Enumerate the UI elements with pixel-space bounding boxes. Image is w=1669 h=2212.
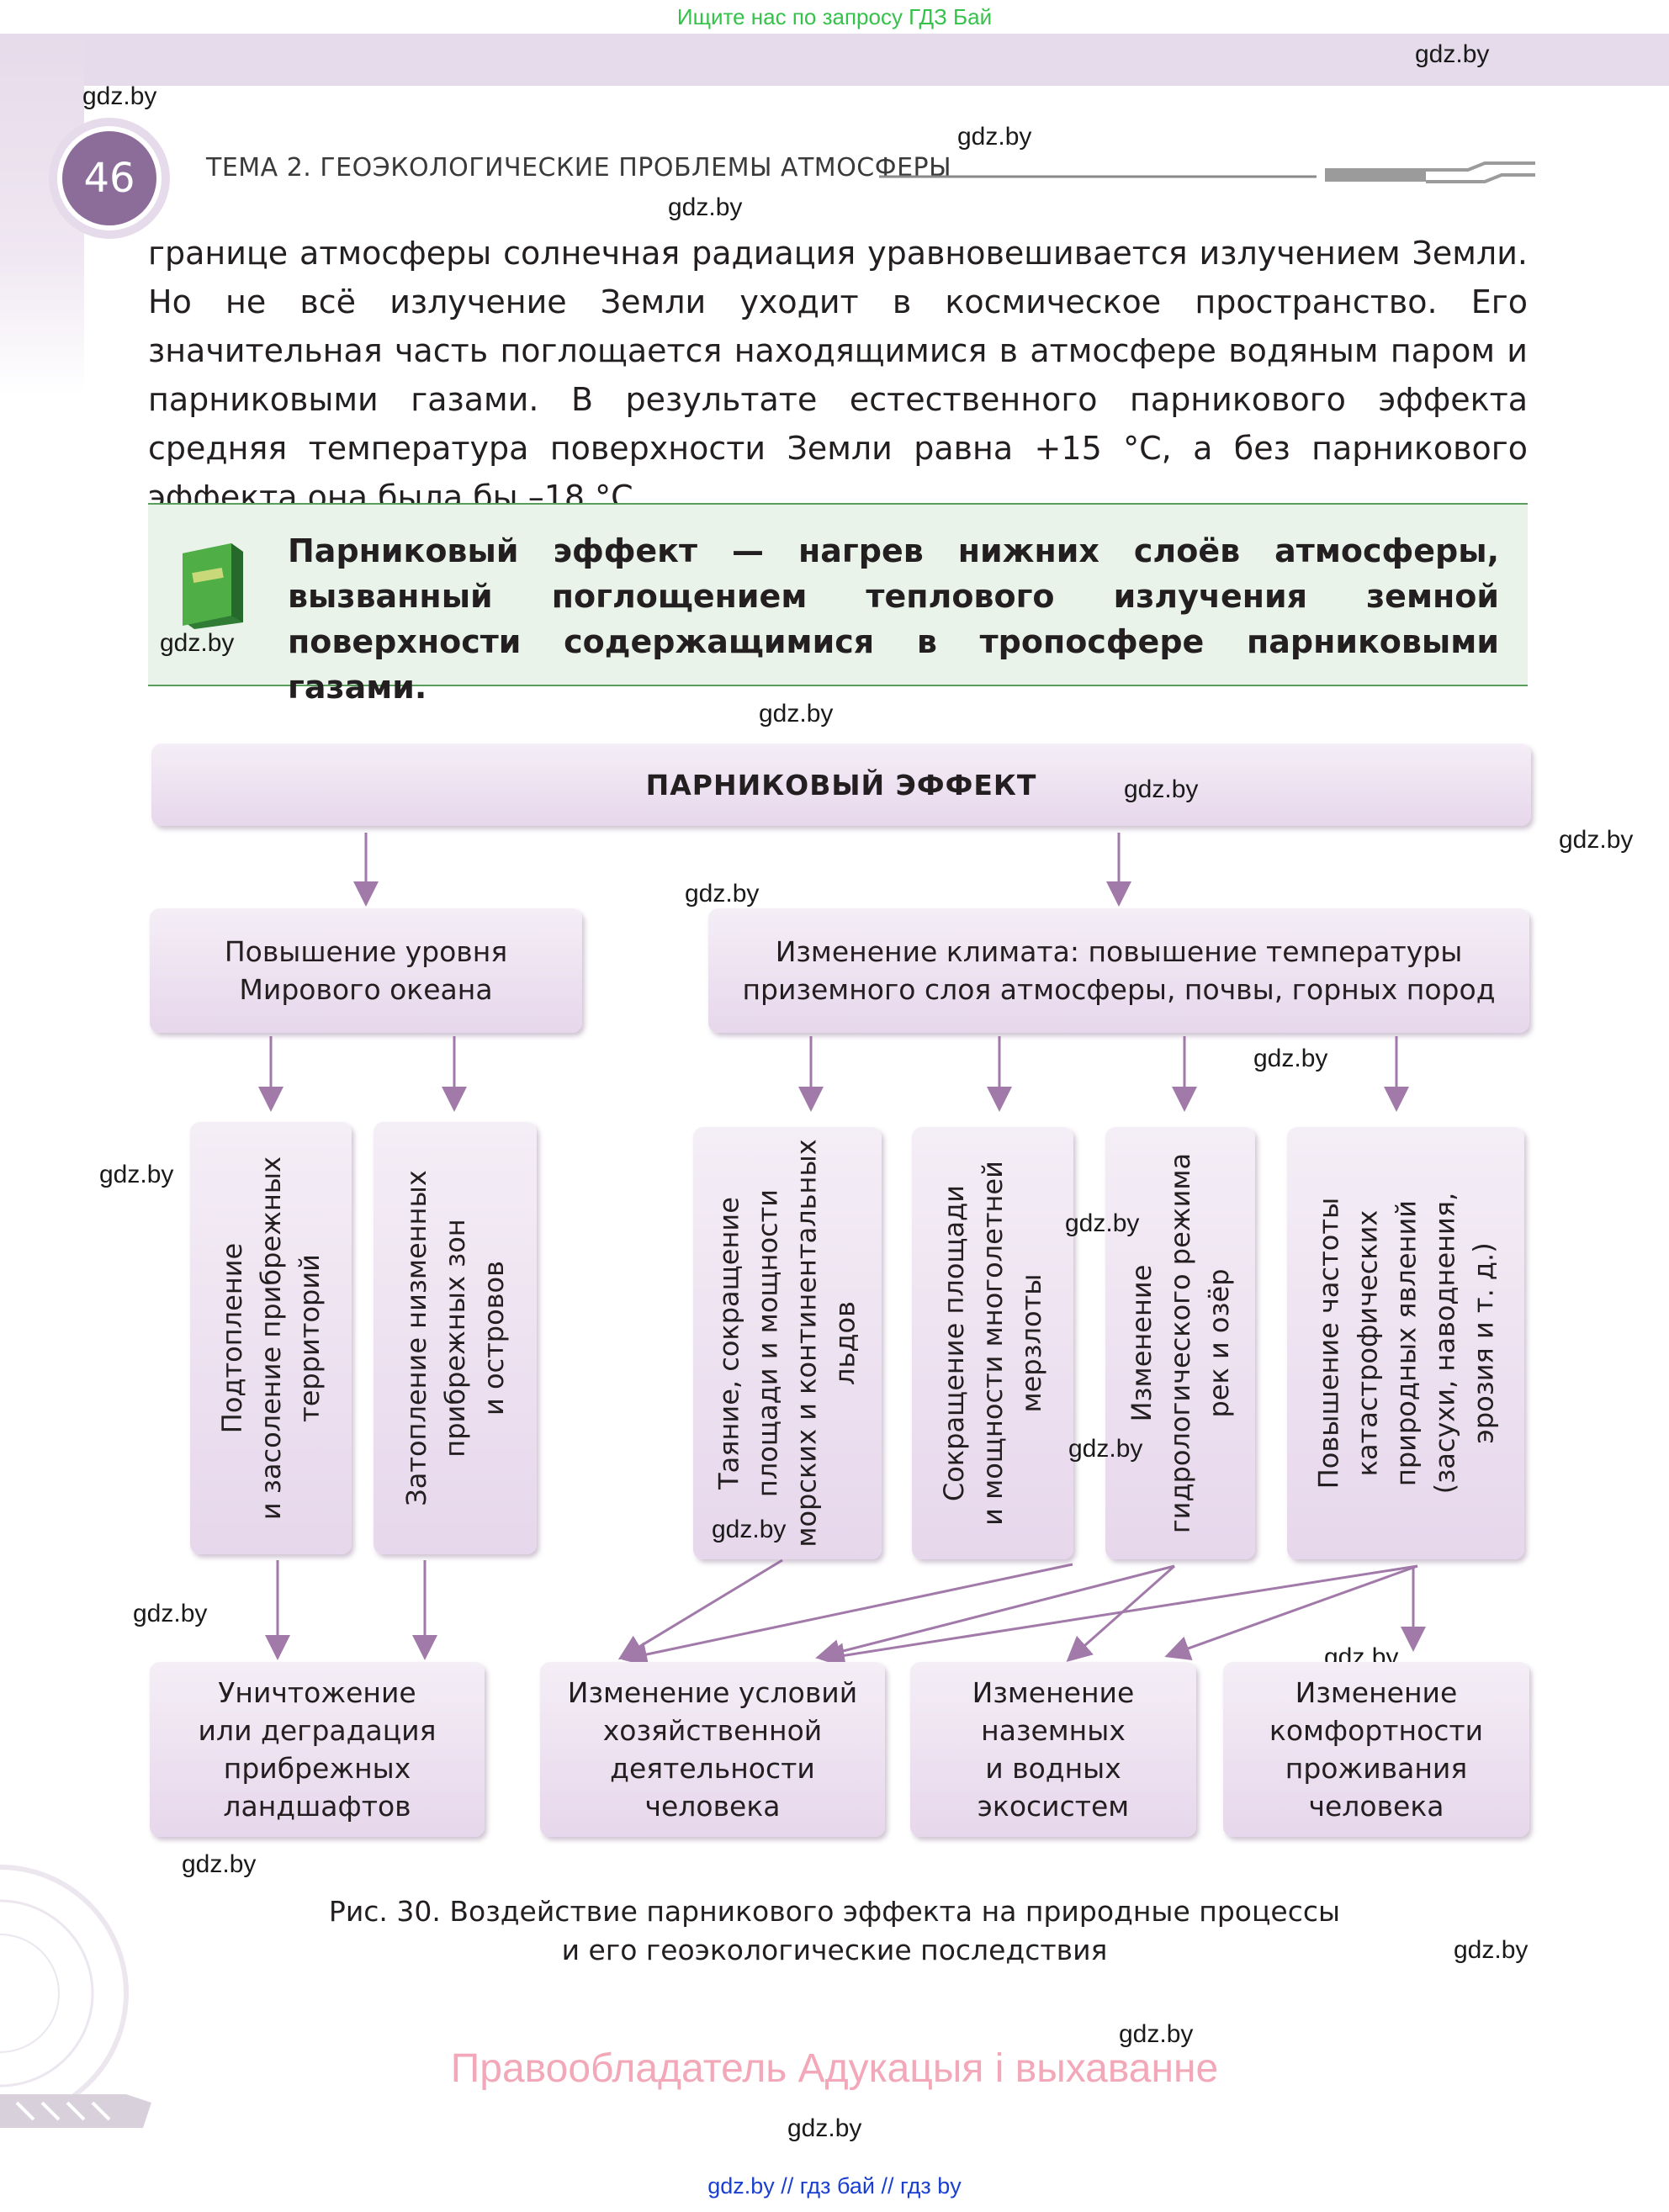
caption-line: Рис. 30. Воздействие парникового эффекта…	[328, 1895, 1341, 1928]
watermark: gdz.by	[668, 193, 743, 221]
definition-body: — нагрев нижних слоёв атмосферы, вызванн…	[288, 532, 1500, 706]
chapter-title: ТЕМА 2. ГЕОЭКОЛОГИЧЕСКИЕ ПРОБЛЕМЫ АТМОСФ…	[206, 153, 952, 183]
watermark: gdz.by	[759, 700, 834, 728]
page-number: 46	[57, 126, 162, 230]
watermark: gdz.by	[1415, 40, 1490, 68]
watermark: gdz.by	[160, 629, 235, 657]
watermark: gdz.by	[182, 1850, 257, 1878]
watermark: gdz.by	[133, 1600, 208, 1627]
diagram-root-box: ПАРНИКОВЫЙ ЭФФЕКТ	[151, 744, 1531, 826]
diagram-box-climate-change: Изменение климата: повышение температуры…	[708, 908, 1529, 1033]
footer-links[interactable]: gdz.by // гдз бай // гдз by	[707, 2173, 962, 2199]
body-paragraph: границе атмосферы солнечная радиация ура…	[148, 229, 1528, 521]
top-banner[interactable]: Ищите нас по запросу ГДЗ Бай	[676, 4, 993, 29]
watermark: gdz.by	[712, 1516, 787, 1543]
watermark: gdz.by	[787, 2114, 862, 2142]
watermark: gdz.by	[957, 123, 1032, 151]
watermark: gdz.by	[99, 1161, 174, 1188]
watermark: gdz.by	[1068, 1435, 1143, 1463]
watermark: gdz.by	[1119, 2020, 1194, 2048]
watermark: gdz.by	[1559, 826, 1634, 854]
watermark: gdz.by	[1253, 1045, 1328, 1072]
diagram-root-label: ПАРНИКОВЫЙ ЭФФЕКТ	[645, 768, 1037, 802]
left-decor-band	[0, 34, 84, 395]
watermark: gdz.by	[1124, 775, 1199, 803]
header-band	[0, 34, 1669, 86]
figure-caption: Рис. 30. Воздействие парникового эффекта…	[0, 1892, 1669, 1970]
header-decor-line	[879, 161, 1535, 183]
definition-text: Парниковый эффект — нагрев нижних слоёв …	[288, 528, 1499, 710]
copyright-holder: Правообладатель Адукацыя і выхаванне	[450, 2046, 1219, 2091]
diagram-box-ocean-level: Повышение уровня Мирового океана	[150, 908, 582, 1033]
diagram-label: Повышение уровня Мирового океана	[224, 935, 508, 1006]
paragraph-text: границе атмосферы солнечная радиация ура…	[148, 235, 1528, 516]
corner-decor	[0, 1865, 151, 2128]
book-icon	[183, 543, 243, 629]
diagram-label: Изменение климата: повышение температуры…	[742, 935, 1496, 1006]
definition-term: Парниковый эффект	[288, 532, 697, 569]
caption-line: и его геоэкологические последствия	[561, 1934, 1108, 1966]
definition-box	[148, 503, 1528, 686]
watermark: gdz.by	[685, 880, 760, 908]
watermark: gdz.by	[1454, 1936, 1529, 1964]
watermark: gdz.by	[1065, 1209, 1140, 1237]
watermark: gdz.by	[82, 82, 157, 110]
